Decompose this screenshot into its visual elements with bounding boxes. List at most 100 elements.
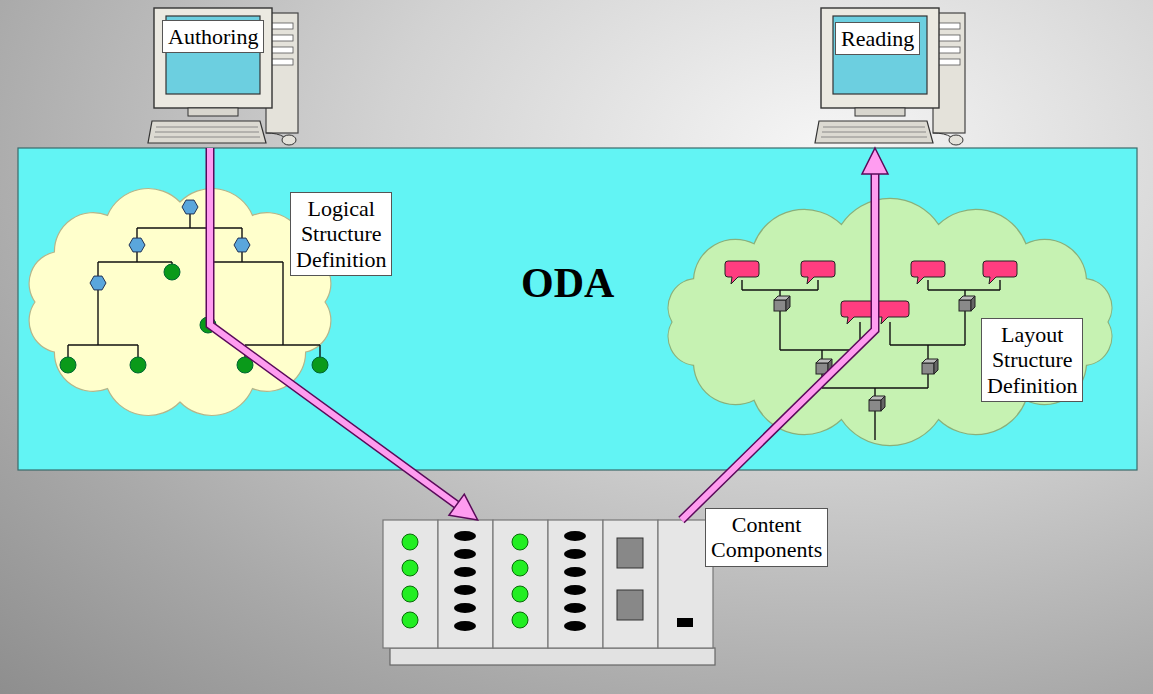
label-box: Authoring <box>162 20 264 53</box>
mouse-cable <box>933 133 951 137</box>
layout-cube-side <box>828 359 832 374</box>
monitor-stand <box>188 108 238 116</box>
tree-link <box>207 262 208 325</box>
content-item <box>454 567 476 577</box>
content-components-rack-art <box>380 520 725 668</box>
rack-base <box>390 648 715 665</box>
layout-cube <box>959 300 971 311</box>
content-leaf <box>130 357 146 373</box>
logical-structure-cloud: Logical Structure Definition <box>30 190 375 415</box>
mouse-cable <box>266 133 284 137</box>
drive-slot <box>271 35 293 41</box>
oda-band-art <box>18 148 1137 470</box>
content-item <box>454 621 476 631</box>
logical-cloud <box>29 189 331 416</box>
content-leaf <box>402 586 418 602</box>
tree-link <box>779 310 780 350</box>
content-components-rack: Content Components <box>380 520 725 668</box>
content-item <box>564 621 586 631</box>
monitor-case <box>821 8 939 108</box>
layout-cloud <box>668 198 1112 445</box>
oda-band <box>18 148 1137 470</box>
content-block <box>617 538 643 568</box>
content-leaf <box>512 612 528 628</box>
content-item <box>454 549 476 559</box>
drive-slot <box>271 59 293 65</box>
key-row <box>156 127 258 128</box>
computer-icon <box>148 8 298 145</box>
content-leaf <box>200 317 216 333</box>
keyboard <box>815 121 933 143</box>
layout-cube-side <box>881 396 885 411</box>
drive-slot <box>271 47 293 53</box>
drive-slot <box>938 23 960 29</box>
tree-link <box>817 280 818 290</box>
label-box: Layout Structure Definition <box>981 318 1083 402</box>
content-item <box>454 603 476 613</box>
tree-link <box>137 227 242 228</box>
structure-hexagon <box>234 238 250 252</box>
reading-computer: Reading <box>815 5 975 148</box>
tree-link <box>890 344 965 345</box>
rack-panel <box>603 520 658 648</box>
layout-cube <box>922 363 934 374</box>
monitor-stand <box>855 108 905 116</box>
layout-cube <box>869 400 881 411</box>
label-box: Logical Structure Definition <box>290 192 392 276</box>
keyboard <box>148 121 266 143</box>
drive-slot <box>938 59 960 65</box>
structure-hexagon <box>182 200 198 214</box>
tree-link <box>245 344 320 345</box>
layout-cube-side <box>786 296 790 311</box>
layout-bubble <box>725 261 759 284</box>
layout-bubble <box>875 301 909 324</box>
key-row <box>822 132 926 133</box>
key-row <box>154 137 260 138</box>
tree-link <box>208 261 283 262</box>
arrow-head <box>449 494 478 520</box>
drive-slot <box>938 47 960 53</box>
content-leaf <box>512 586 528 602</box>
monitor-screen <box>833 16 927 94</box>
tree-link <box>928 289 1000 290</box>
oda-band: ODA Logical Structure DefinitionLayout St… <box>18 148 1137 470</box>
content-leaf <box>402 534 418 550</box>
layout-structure-cloud: Layout Structure Definition <box>665 215 1120 435</box>
tree-link <box>741 280 742 290</box>
content-rack <box>383 520 715 665</box>
content-leaf <box>402 612 418 628</box>
tree-link <box>98 261 172 262</box>
content-leaf <box>402 560 418 576</box>
authoring-computer: Authoring <box>148 5 313 148</box>
tree-link <box>282 262 283 345</box>
layout-bubble <box>841 301 875 324</box>
content-item <box>564 585 586 595</box>
content-block <box>617 590 643 620</box>
drive-slot <box>271 23 293 29</box>
rack-panel <box>438 520 493 648</box>
content-item <box>454 531 476 541</box>
structure-hexagon <box>129 238 145 252</box>
mouse <box>282 135 296 145</box>
layout-cube-side <box>934 359 938 374</box>
rack-panel <box>383 520 438 648</box>
rack-panel <box>548 520 603 648</box>
layout-cube <box>774 300 786 311</box>
tree-link <box>780 349 860 350</box>
content-leaf <box>164 264 180 280</box>
content-item <box>454 585 476 595</box>
mouse <box>949 135 963 145</box>
content-leaf <box>512 534 528 550</box>
content-item <box>564 567 586 577</box>
content-block <box>677 618 693 627</box>
band-title: ODA <box>521 260 614 306</box>
tree-link <box>68 344 138 345</box>
key-row <box>155 132 259 133</box>
layout-cube-side <box>971 296 975 311</box>
content-leaf <box>312 357 328 373</box>
tree-link <box>889 322 890 345</box>
rack-panel <box>493 520 548 648</box>
content-item <box>564 549 586 559</box>
layout-bubble <box>983 261 1017 284</box>
